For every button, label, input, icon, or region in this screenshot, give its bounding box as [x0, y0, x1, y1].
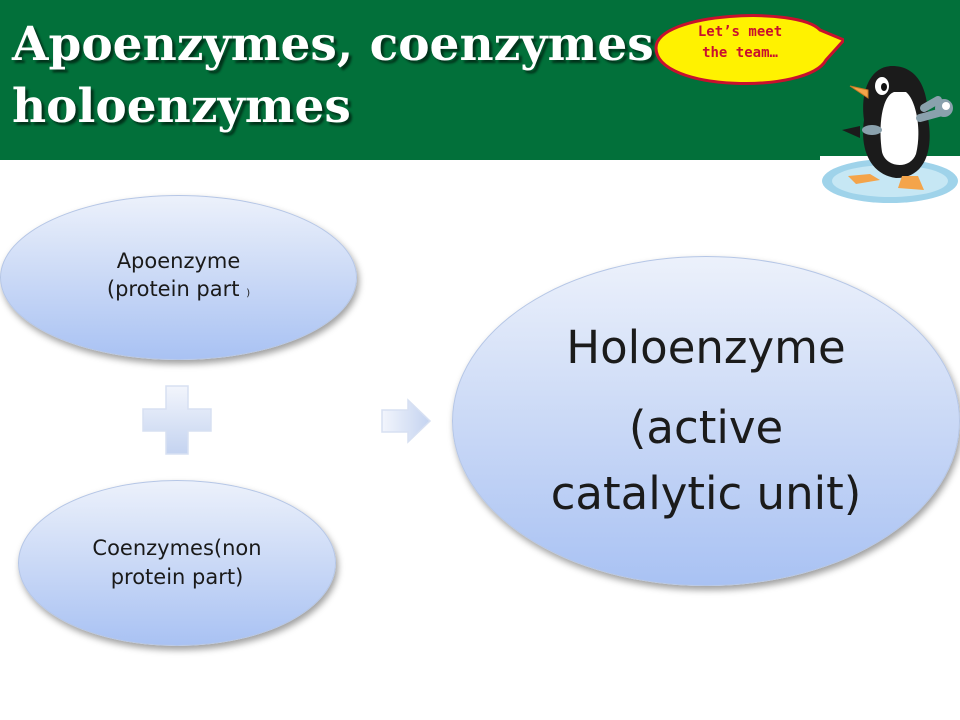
apoenzyme-description: (protein part ) — [107, 275, 250, 308]
coenzymes-label-line-1: Coenzymes(non — [92, 536, 262, 560]
speech-bubble — [654, 14, 844, 85]
holoenzyme-label: Holoenzyme — [566, 321, 846, 374]
speech-bubble-text: Let’s meet the team… — [662, 22, 818, 64]
right-arrow-icon — [381, 398, 432, 444]
holoenzyme-node: Holoenzyme (active catalytic unit) — [452, 256, 960, 586]
speech-line-2: the team… — [702, 45, 778, 61]
coenzymes-label-line-2: protein part) — [110, 565, 244, 589]
apoenzyme-node: Apoenzyme (protein part ) — [0, 195, 357, 360]
coenzymes-node: Coenzymes(non protein part) — [18, 480, 336, 646]
apoenzyme-closing-paren: ) — [246, 288, 251, 299]
slide-title-line-2: holoenzymes — [12, 79, 351, 134]
apoenzyme-description-text: (protein part — [106, 277, 240, 301]
slide-title-line-1: Apoenzymes, coenzymes — [12, 17, 654, 72]
holoenzyme-description-line-2: catalytic unit) — [550, 467, 862, 520]
penguin-mascot-icon — [820, 66, 960, 203]
plus-icon — [142, 385, 212, 455]
holoenzyme-description-line-1: (active — [628, 401, 784, 454]
speech-line-1: Let’s meet — [697, 24, 783, 40]
slide-title: Apoenzymes, coenzymes holoenzymes — [12, 14, 654, 138]
apoenzyme-label: Apoenzyme — [116, 249, 241, 273]
